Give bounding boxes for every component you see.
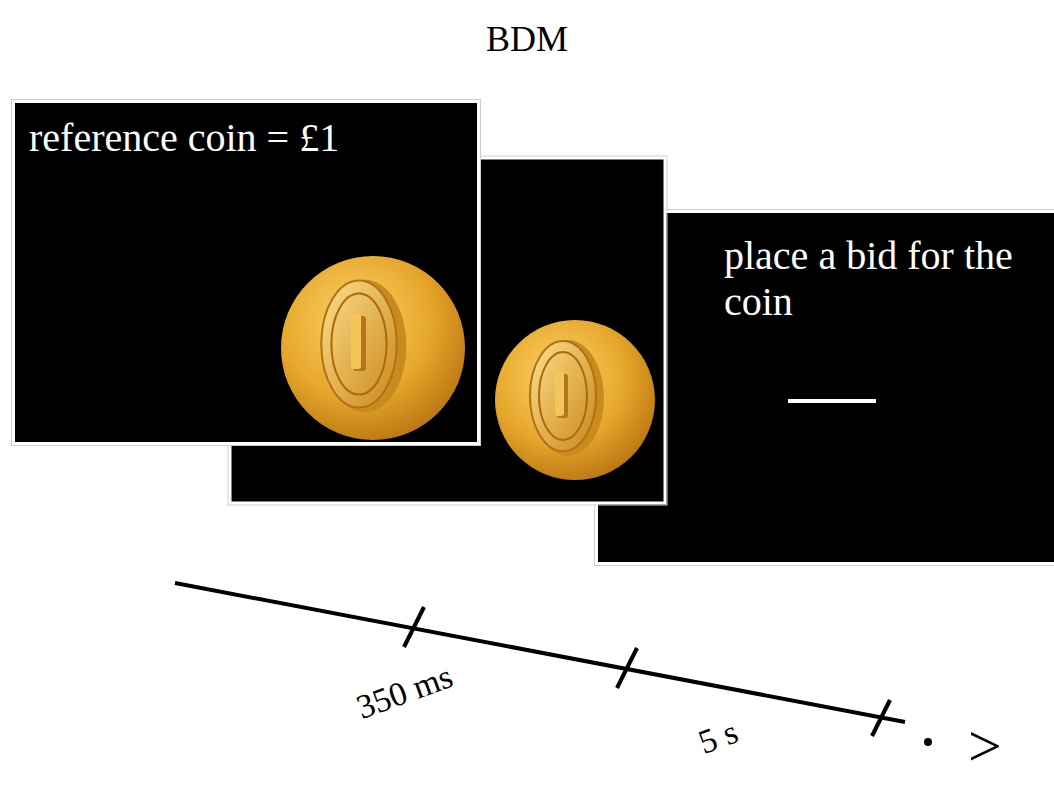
tick: [617, 648, 637, 688]
tick: [872, 700, 890, 736]
stimulus-panel: reference coin = £1: [12, 100, 480, 445]
time-label: >: [968, 712, 1002, 781]
time-label: 350 ms: [352, 657, 458, 727]
time-axis: [175, 583, 905, 722]
panel-text: reference coin = £1: [29, 115, 469, 161]
panel-text: place a bid for the coin: [724, 233, 1024, 325]
tick: [404, 607, 424, 647]
dot: [924, 738, 932, 746]
stimulus-panel: place a bid for the coin: [595, 210, 1054, 565]
time-label: 5 s: [694, 713, 743, 762]
response-line: [788, 399, 876, 403]
coin-large: [281, 256, 465, 440]
title: BDM: [486, 18, 568, 60]
